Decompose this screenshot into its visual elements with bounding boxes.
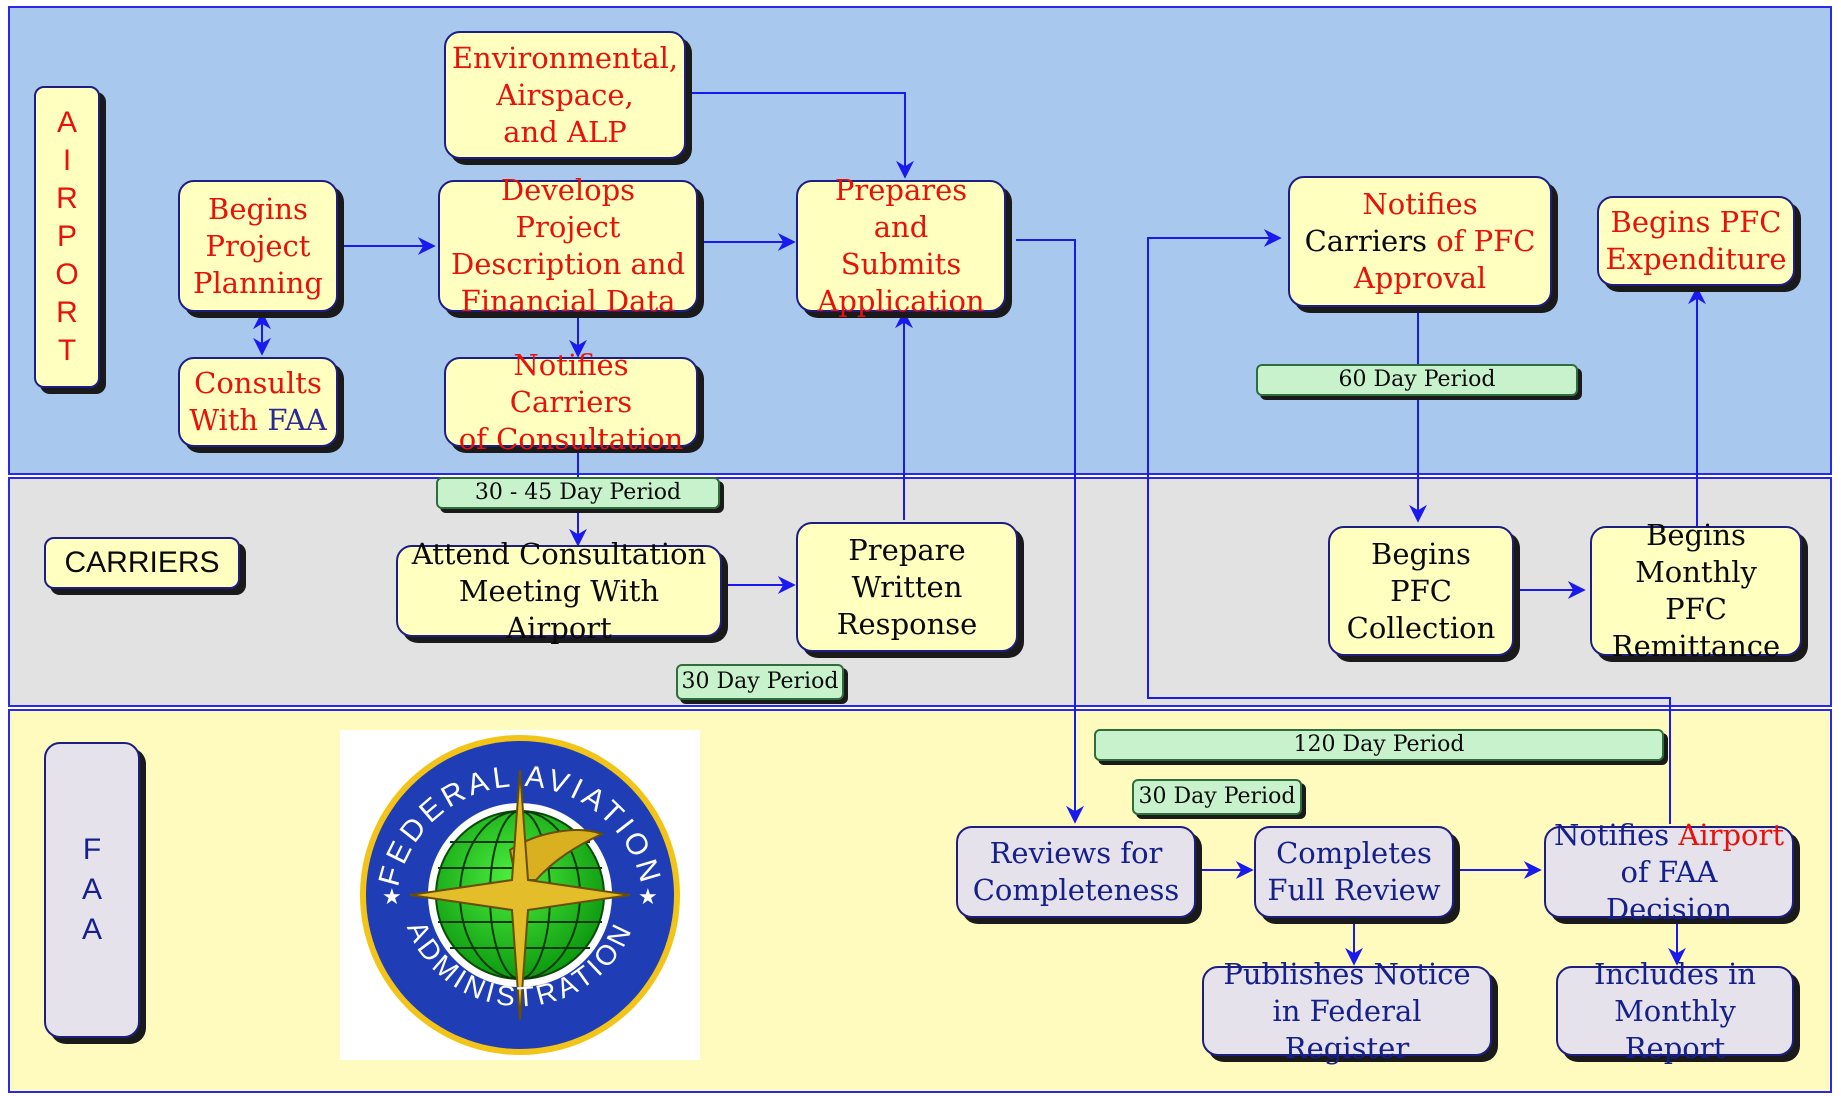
begins-project-planning-box: Begins Project Planning — [178, 180, 338, 312]
environmental-airspace-alp-box: Environmental, Airspace, and ALP — [444, 31, 686, 159]
airport-letter: T — [57, 334, 77, 367]
arrow-environmental-to-prepares — [686, 92, 914, 179]
develops-project-description-box: Develops Project Description and Financi… — [438, 173, 698, 318]
notifies-carriers-pfc-approval-box: Notifies Carriers of PFC Approval — [1288, 176, 1552, 307]
period-60-day: 60 Day Period — [1256, 364, 1578, 396]
faa-lane-label: F A A — [44, 742, 140, 1038]
carriers-lane-label: CARRIERS — [44, 537, 240, 589]
begins-monthly-pfc-remittance-box: Begins Monthly PFC Remittance — [1590, 518, 1802, 663]
notifies-carriers-consultation-box: Notifies Carriers of Consultation — [444, 348, 698, 456]
airport-letter: I — [62, 144, 72, 177]
includes-monthly-report-box: Includes in Monthly Report — [1556, 957, 1794, 1065]
attend-consultation-meeting-box: Attend Consultation Meeting With Airport — [396, 537, 722, 645]
airport-letter: P — [56, 220, 77, 253]
reviews-for-completeness-box: Reviews for Completeness — [956, 826, 1196, 918]
notifies-airport-faa-decision-box: Notifies Airport of FAA Decision — [1544, 818, 1794, 926]
publishes-notice-federal-register-box: Publishes Notice in Federal Register — [1202, 957, 1492, 1065]
period-30-day-faa: 30 Day Period — [1132, 779, 1302, 815]
prepares-submits-application-box: Prepares and Submits Application — [796, 173, 1006, 318]
faa-lane — [8, 709, 1832, 1093]
period-30-day-carriers: 30 Day Period — [676, 664, 844, 700]
begins-pfc-expenditure-box: Begins PFC Expenditure — [1597, 196, 1795, 286]
faa-letter: A — [81, 873, 102, 906]
faa-seal-area: FEDERAL AVIATION ADMINISTRATION ★ ★ — [340, 730, 700, 1060]
airport-letter: A — [56, 106, 77, 139]
svg-text:★: ★ — [382, 885, 402, 910]
faa-letter: A — [81, 913, 102, 946]
period-30-45-day: 30 - 45 Day Period — [436, 477, 720, 509]
completes-full-review-box: Completes Full Review — [1254, 826, 1454, 918]
airport-letter: R — [56, 296, 78, 329]
consults-with-faa-box: Consults With FAA — [178, 357, 338, 447]
begins-pfc-collection-box: Begins PFC Collection — [1328, 526, 1514, 656]
airport-letter: O — [55, 258, 79, 291]
prepare-written-response-box: Prepare Written Response — [796, 522, 1018, 652]
arrow-faa-decision-to-notifies-carriers — [1147, 229, 1671, 824]
period-120-day: 120 Day Period — [1094, 729, 1664, 761]
airport-lane-label: A I R P O R T — [34, 86, 100, 388]
svg-text:★: ★ — [638, 885, 658, 910]
faa-seal-logo: FEDERAL AVIATION ADMINISTRATION ★ ★ — [360, 735, 680, 1055]
faa-letter: F — [82, 833, 102, 866]
arrow-prepares-to-reviews — [1016, 239, 1084, 824]
airport-letter: R — [56, 182, 78, 215]
